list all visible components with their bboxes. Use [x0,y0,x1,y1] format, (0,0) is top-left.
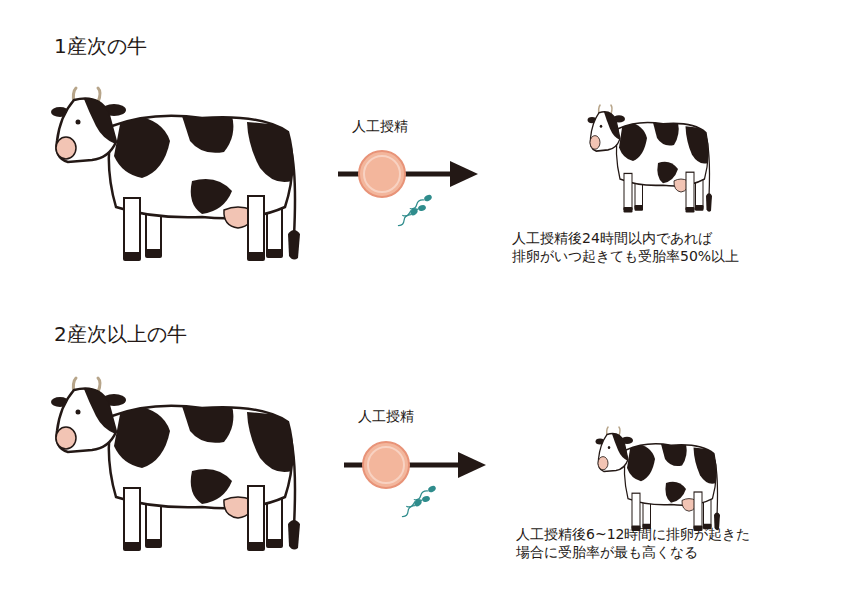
arrow-head [450,161,478,187]
cow-figure [51,88,300,261]
calf-figure [588,105,713,212]
process-label: 人工授精 [352,118,452,136]
process-label: 人工授精 [358,408,458,426]
cow-figure [51,378,300,551]
egg-circle [363,442,409,488]
calf-figure [596,427,721,531]
group-heading: 1産次の牛 [54,34,274,59]
result-note: 人工授精後6~12時間に排卵が起きた 場合に受胎率が最も高くなる [516,526,836,561]
arrow-head [458,452,486,478]
egg-circle [359,151,405,197]
group-heading: 2産次以上の牛 [54,322,274,347]
result-note: 人工授精後24時間以内であれば 排卵がいつ起きても受胎率50%以上 [512,230,832,265]
